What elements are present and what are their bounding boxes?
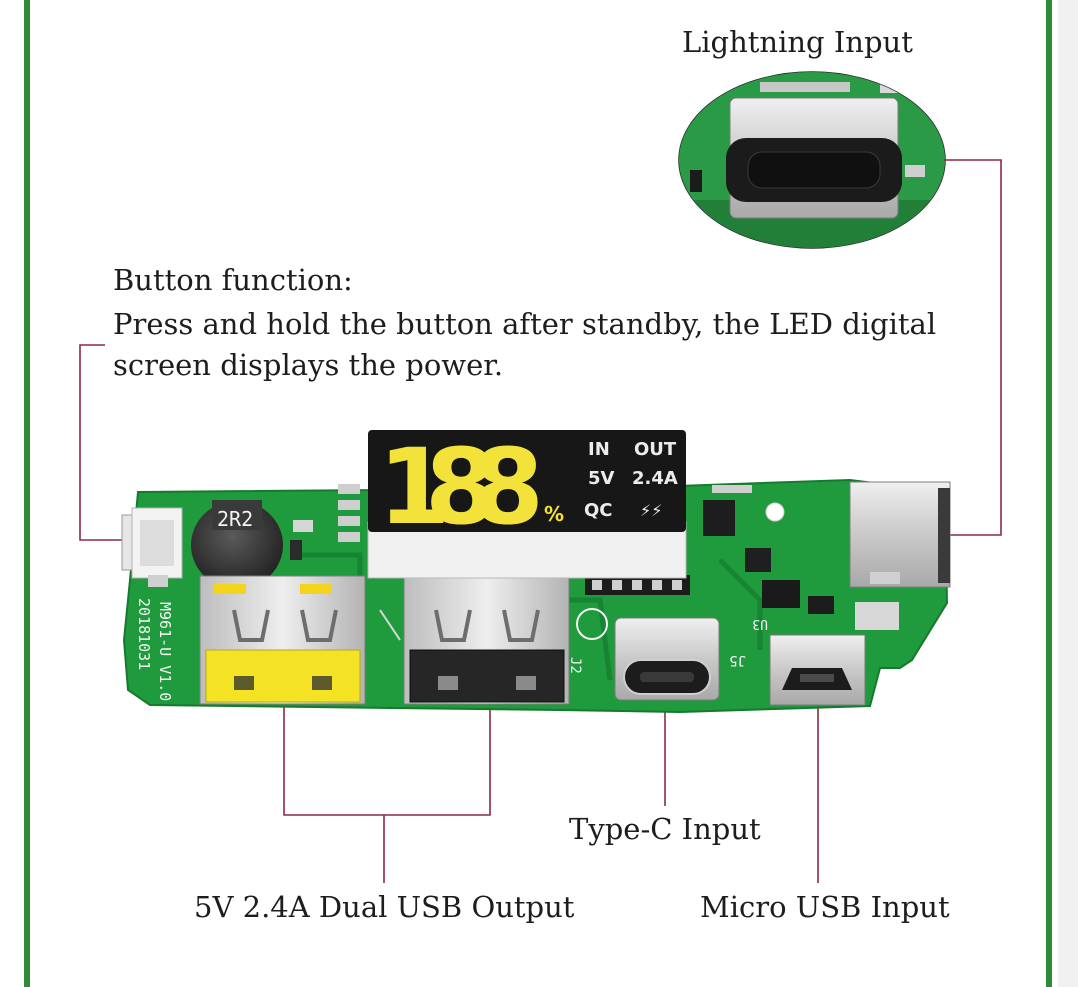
micro-usb-input-label: Micro USB Input <box>700 890 950 924</box>
button-function-description: Press and hold the button after standby,… <box>113 307 937 382</box>
usb-a-port-right <box>403 575 570 705</box>
side-push-button <box>121 507 183 587</box>
lcd-percent: % <box>544 502 564 526</box>
lcd-qc-icon: ⚡⚡ <box>640 501 662 520</box>
button-function-title: Button function: <box>113 263 353 297</box>
lightning-leader-line <box>944 159 1002 536</box>
usb-output-label: 5V 2.4A Dual USB Output <box>194 890 575 924</box>
lightning-zoom-inset <box>678 71 946 249</box>
leader-lines <box>79 159 1002 883</box>
button-leader-line <box>79 344 130 541</box>
lcd-voltage: 5V <box>588 468 615 489</box>
lcd-digits: 188 <box>378 426 538 548</box>
lcd-current: 2.4A <box>632 468 678 489</box>
typec-port <box>614 617 720 701</box>
frame-left-border <box>24 0 30 987</box>
silk-u3: U3 <box>752 616 768 631</box>
silk-j5: J5 <box>729 652 746 668</box>
lightning-input-label: Lightning Input <box>682 25 913 59</box>
lightning-port <box>849 481 951 588</box>
inductor-code: 2R2 <box>217 507 253 531</box>
typec-input-label: Type-C Input <box>569 812 761 846</box>
micro-usb-port <box>769 634 866 706</box>
usb-a-port-left <box>199 575 366 705</box>
inductor: 2R2 <box>191 500 283 589</box>
frame-right-border <box>1046 0 1052 987</box>
silk-date: 20181031 <box>135 598 153 670</box>
usb-output-bracket <box>283 700 491 816</box>
silk-version: M961-U V1.0 <box>156 602 174 701</box>
lcd-display: 188 % IN OUT 5V 2.4A QC ⚡⚡ <box>367 426 687 579</box>
silk-j2: J2 <box>567 657 583 674</box>
lcd-qc-label: QC <box>584 500 613 521</box>
lcd-out-label: OUT <box>634 439 677 460</box>
lcd-in-label: IN <box>588 439 610 460</box>
frame-right-margin <box>1058 0 1078 987</box>
